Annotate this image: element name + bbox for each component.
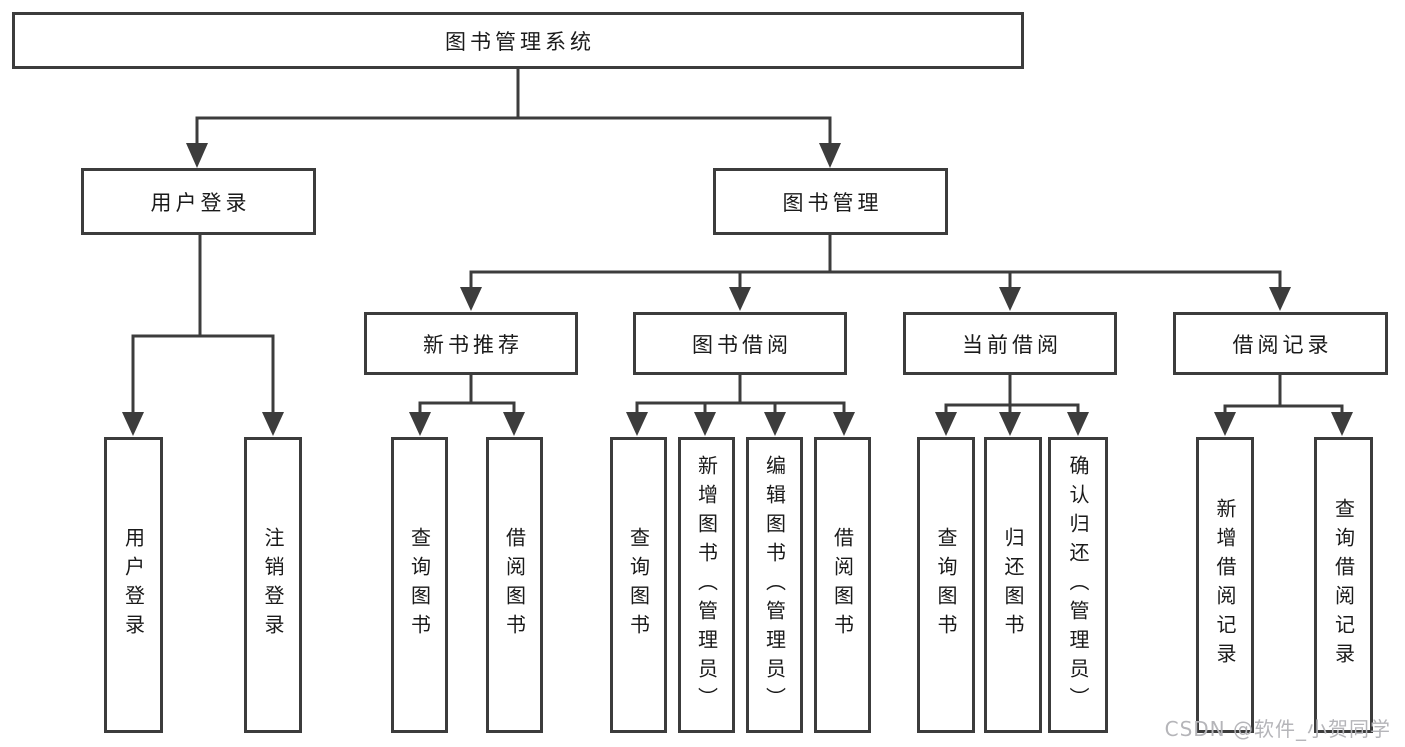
leaf-user-login-label: 用户登录 xyxy=(121,527,146,643)
leaf-current-query-book: 查询图书 xyxy=(917,437,975,733)
leaf-return-book: 归还图书 xyxy=(984,437,1042,733)
leaf-add-book-admin: 新增图书（管理员） xyxy=(678,437,735,733)
node-current-borrow: 当前借阅 xyxy=(903,312,1117,375)
node-user-login-label: 用户登录 xyxy=(150,190,251,215)
leaf-borrow-book: 借阅图书 xyxy=(814,437,871,733)
leaf-recommend-query-book: 查询图书 xyxy=(391,437,448,733)
leaf-recommend-query-book-label: 查询图书 xyxy=(407,527,432,643)
node-new-book-recommend: 新书推荐 xyxy=(364,312,578,375)
leaf-add-book-admin-label: 新增图书（管理员） xyxy=(694,454,719,716)
node-book-management: 图书管理 xyxy=(713,168,948,235)
node-book-borrow-label: 图书借阅 xyxy=(692,332,792,357)
leaf-confirm-return-admin: 确认归还（管理员） xyxy=(1048,437,1108,733)
leaf-return-book-label: 归还图书 xyxy=(1001,527,1025,643)
leaf-user-login: 用户登录 xyxy=(104,437,163,733)
leaf-query-borrow-record: 查询借阅记录 xyxy=(1314,437,1373,733)
leaf-edit-book-admin-label: 编辑图书（管理员） xyxy=(762,454,787,716)
node-borrow-record-label: 借阅记录 xyxy=(1232,332,1333,357)
node-borrow-record: 借阅记录 xyxy=(1173,312,1388,375)
leaf-add-borrow-record: 新增借阅记录 xyxy=(1196,437,1254,733)
leaf-logout-label: 注销登录 xyxy=(261,527,285,643)
leaf-current-query-book-label: 查询图书 xyxy=(934,527,958,643)
node-current-borrow-label: 当前借阅 xyxy=(962,332,1062,357)
node-root-label: 图书管理系统 xyxy=(445,29,595,54)
leaf-borrow-query-book: 查询图书 xyxy=(610,437,667,733)
leaf-logout: 注销登录 xyxy=(244,437,302,733)
node-book-borrow: 图书借阅 xyxy=(633,312,847,375)
leaf-recommend-borrow-book-label: 借阅图书 xyxy=(502,527,527,643)
leaf-edit-book-admin: 编辑图书（管理员） xyxy=(746,437,803,733)
node-new-book-recommend-label: 新书推荐 xyxy=(423,332,523,357)
leaf-borrow-query-book-label: 查询图书 xyxy=(626,527,651,643)
leaf-confirm-return-admin-label: 确认归还（管理员） xyxy=(1066,454,1090,716)
leaf-borrow-book-label: 借阅图书 xyxy=(830,527,855,643)
leaf-recommend-borrow-book: 借阅图书 xyxy=(486,437,543,733)
node-book-management-label: 图书管理 xyxy=(782,190,883,215)
node-user-login: 用户登录 xyxy=(81,168,316,235)
leaf-query-borrow-record-label: 查询借阅记录 xyxy=(1331,498,1356,672)
node-root: 图书管理系统 xyxy=(12,12,1024,69)
leaf-add-borrow-record-label: 新增借阅记录 xyxy=(1213,498,1237,672)
